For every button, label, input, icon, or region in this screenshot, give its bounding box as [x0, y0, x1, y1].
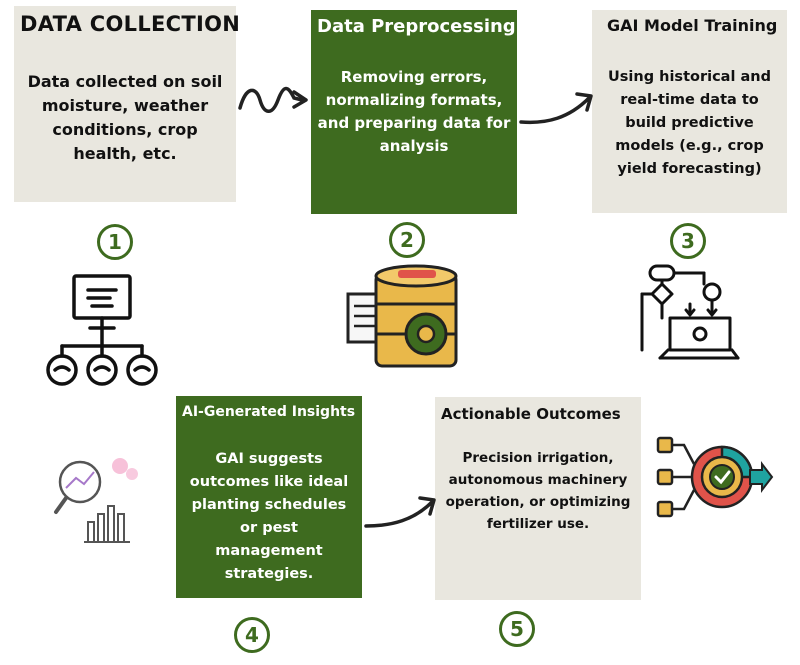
arrow-right-icon — [364, 496, 436, 528]
step-2-number: 2 — [389, 222, 425, 258]
step-3-box: GAI Model Training Using historical and … — [592, 10, 787, 213]
squiggle-arrow-icon — [238, 86, 308, 113]
step-3-number: 3 — [670, 223, 706, 259]
step-5-title: Actionable Outcomes — [441, 405, 621, 423]
step-1-text: Data collected on soil moisture, weather… — [27, 72, 223, 163]
step-4-box: AI-Generated Insights GAI suggests outco… — [176, 396, 362, 598]
step-5-box: Actionable Outcomes Precision irrigation… — [435, 397, 641, 600]
analytics-magnifier-icon — [54, 458, 138, 543]
step-1-box: DATA COLLECTION Data collected on soil m… — [14, 6, 240, 202]
step-5-text: Precision irrigation, autonomous machine… — [445, 450, 631, 532]
flowchart-laptop-icon — [640, 264, 740, 360]
step-4-title: AI-Generated Insights — [182, 404, 356, 420]
step-4-text: GAI suggests outcomes like ideal plantin… — [189, 451, 349, 582]
step-1-title: DATA COLLECTION — [20, 12, 241, 36]
database-gear-icon — [346, 264, 458, 368]
step-3-title: GAI Model Training — [607, 16, 778, 35]
step-1-number: 1 — [97, 224, 133, 260]
step-2-title: Data Preprocessing — [317, 16, 516, 37]
step-3-text: Using historical and real-time data to b… — [608, 69, 771, 177]
step-2-box: Data Preprocessing Removing errors, norm… — [311, 10, 517, 214]
step-2-text: Removing errors, normalizing formats, an… — [317, 68, 511, 155]
arrow-right-icon — [519, 92, 593, 125]
step-5-number: 5 — [499, 611, 535, 647]
network-monitor-icon — [46, 274, 158, 386]
target-check-icon — [656, 436, 774, 518]
step-4-number: 4 — [234, 617, 270, 653]
